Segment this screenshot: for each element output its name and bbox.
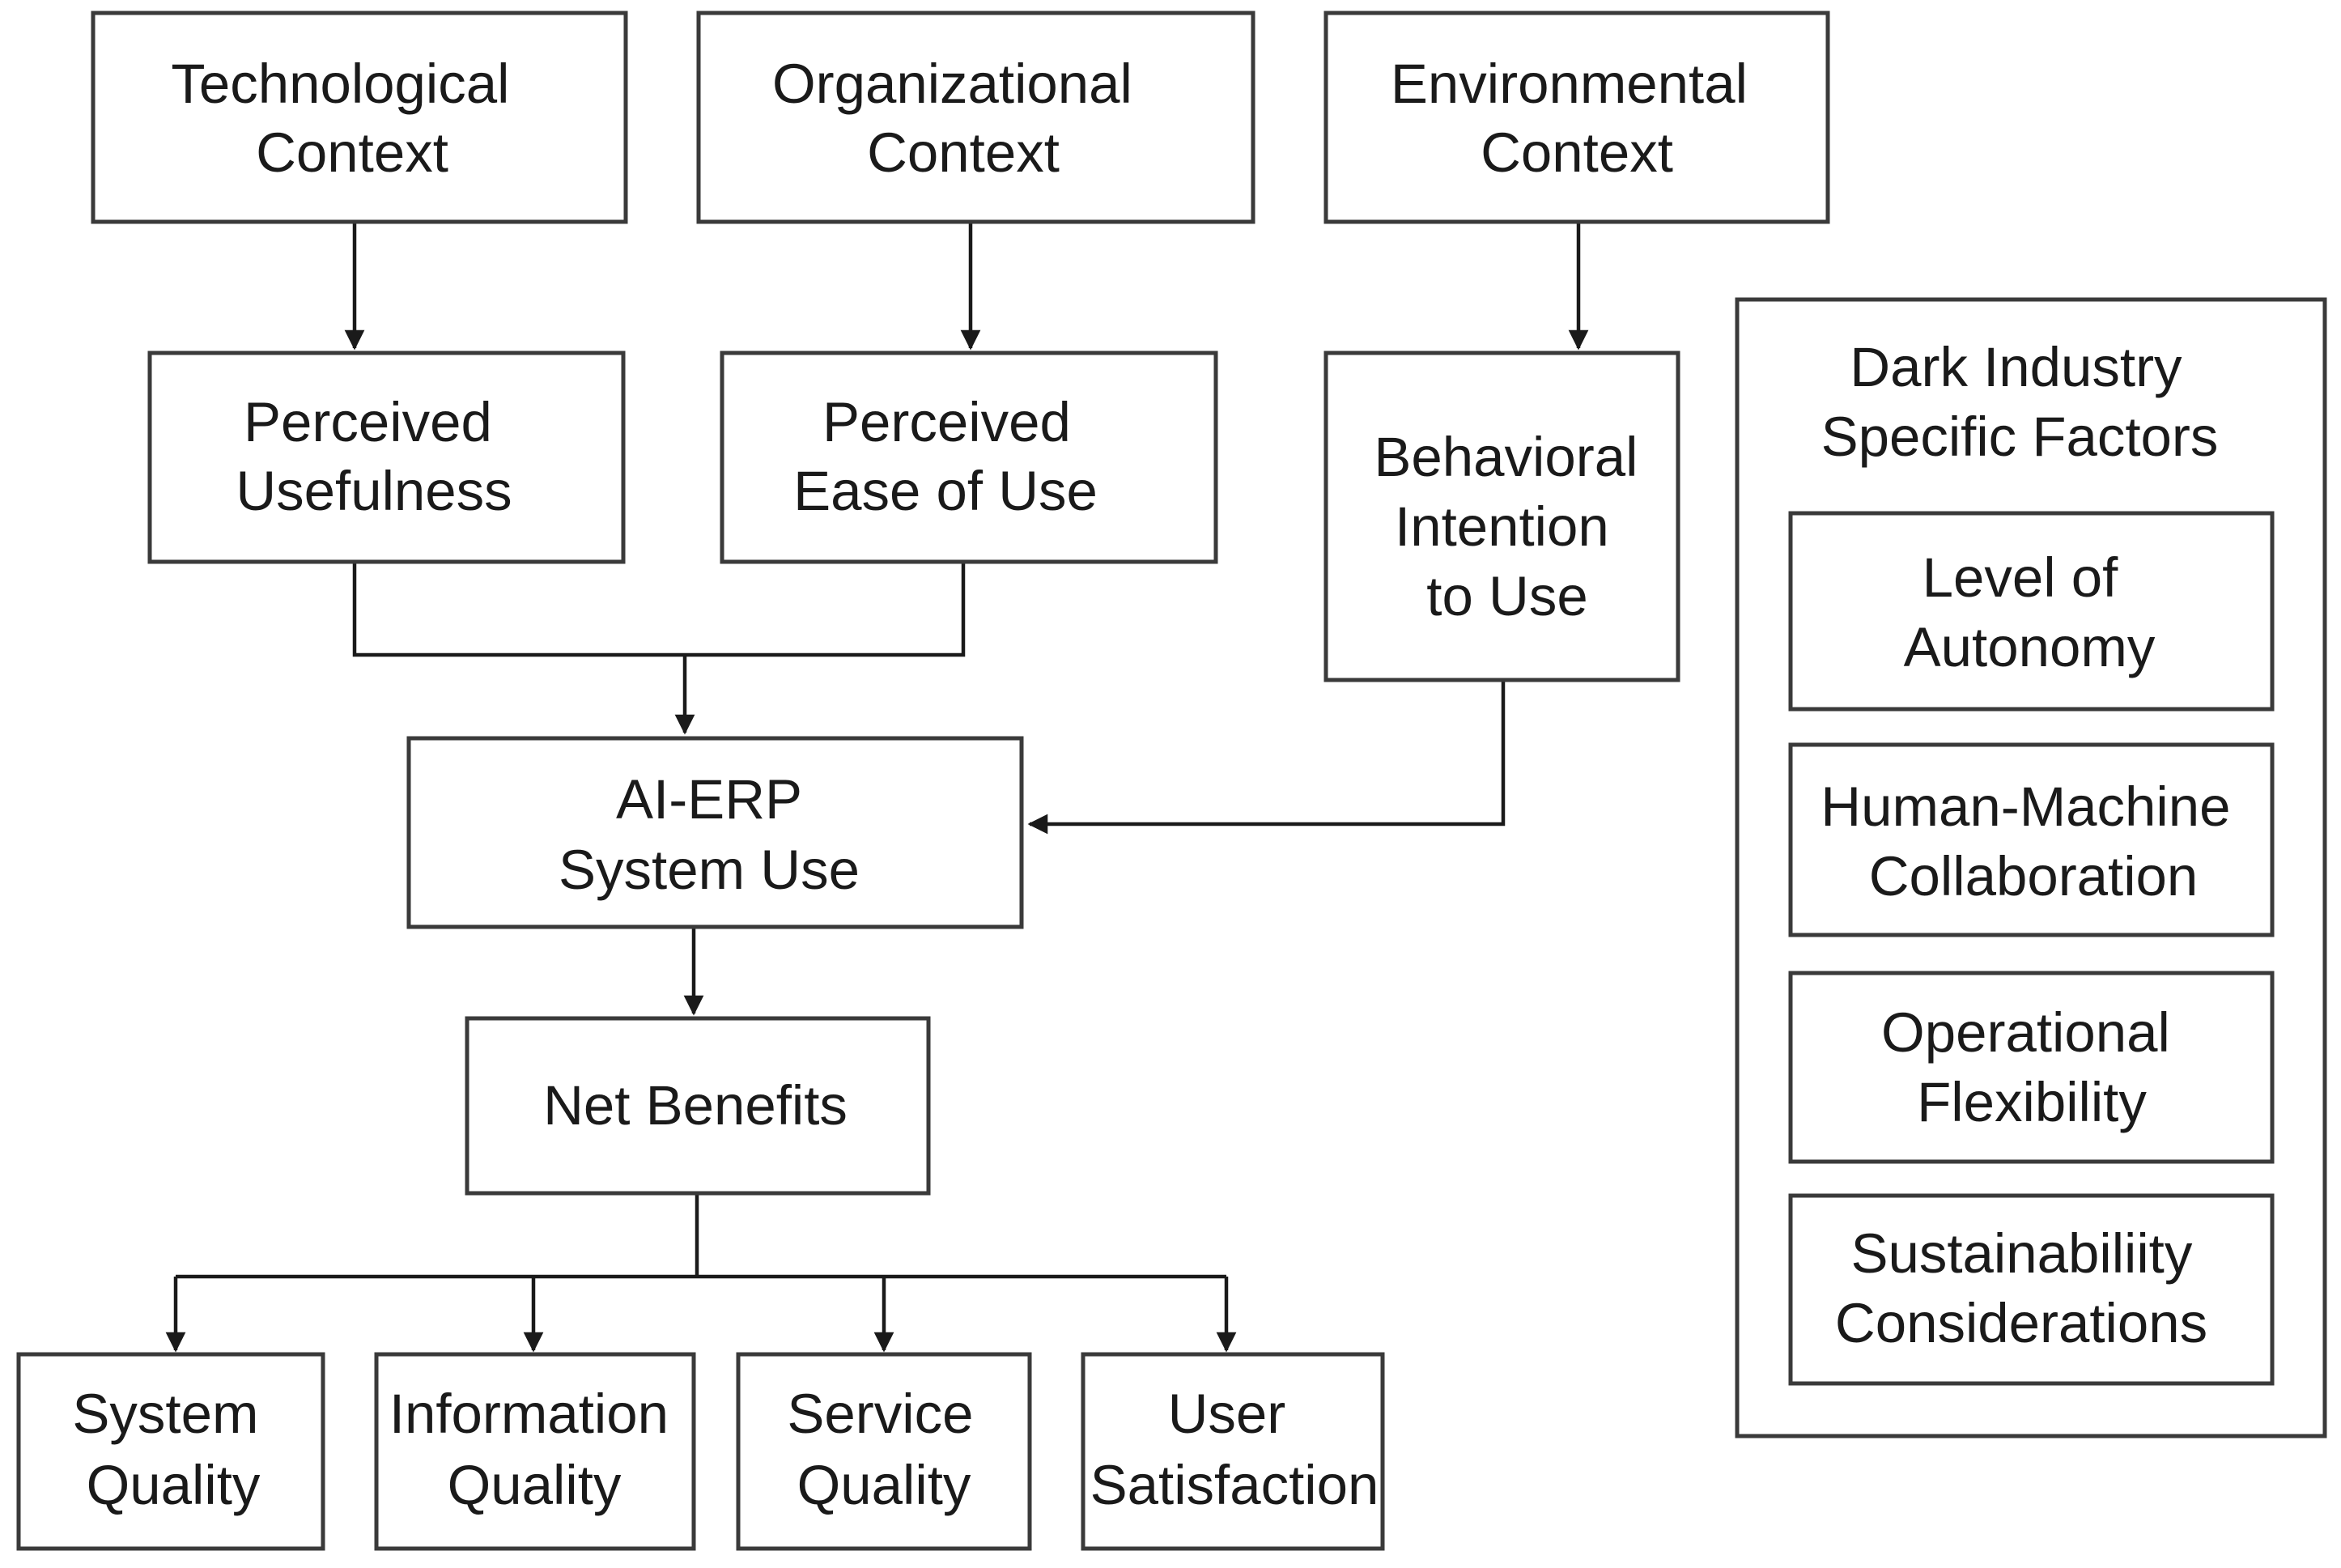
label-line: Quality — [797, 1454, 971, 1516]
label-line: AI-ERP — [616, 768, 801, 831]
node-label: System Quality — [72, 1383, 274, 1516]
node-label: Net Benefits — [543, 1074, 848, 1137]
dark-industry-panel: Dark Industry Specific Factors Level of … — [1735, 297, 2327, 1438]
label-line: Perceived — [244, 391, 492, 453]
label-line: Context — [867, 121, 1060, 184]
node-perceived-usefulness: Perceived Usefulness — [147, 351, 626, 564]
label-line: Dark Industry — [1850, 336, 2182, 398]
label-line: Ease of Use — [793, 460, 1098, 522]
label-line: Behavioral — [1374, 426, 1638, 488]
node-label: Perceived Ease of Use — [793, 391, 1098, 522]
node-organizational-context: Organizational Context — [696, 11, 1255, 224]
label-line: Specific Factors — [1821, 406, 2219, 468]
node-label: Service Quality — [787, 1383, 988, 1516]
arrow-intention-to-ai-erp — [1027, 680, 1506, 835]
label-line: User — [1168, 1383, 1286, 1445]
label-line: to Use — [1426, 565, 1587, 627]
label-line: Net Benefits — [543, 1074, 848, 1137]
label-line: Quality — [448, 1454, 622, 1516]
label-line: Satisfaction — [1090, 1454, 1379, 1516]
node-system-quality: System Quality — [16, 1352, 325, 1551]
factor-label: Human-Machine Collaboration — [1821, 776, 2245, 907]
label-line: Context — [256, 121, 448, 184]
node-label: Organizational Context — [772, 53, 1148, 184]
node-label: AI-ERP System Use — [559, 768, 860, 901]
label-line: Information — [389, 1383, 669, 1445]
label-line: Intention — [1395, 495, 1609, 558]
node-label: Technological Context — [171, 53, 525, 184]
node-label: Behavioral Intention to Use — [1374, 426, 1653, 627]
node-label: Information Quality — [389, 1383, 684, 1516]
node-technological-context: Technological Context — [91, 11, 628, 224]
node-label: Perceived Usefulness — [236, 391, 512, 522]
factor-sustainability-considerations: Sustainabiliity Considerations — [1788, 1193, 2275, 1386]
node-user-satisfaction: User Satisfaction — [1081, 1352, 1385, 1551]
panel-title: Dark Industry Specific Factors — [1821, 336, 2219, 468]
label-line: Human-Machine — [1821, 776, 2230, 838]
label-line: Level of — [1923, 546, 2118, 609]
label-line: Quality — [87, 1454, 261, 1516]
node-net-benefits: Net Benefits — [465, 1016, 931, 1196]
factor-label: Level of Autonomy — [1904, 546, 2156, 678]
label-line: Organizational — [772, 53, 1132, 115]
label-line: Operational — [1881, 1001, 2170, 1064]
label-line: Technological — [171, 53, 509, 115]
label-line: Context — [1481, 121, 1673, 184]
factor-human-machine-collaboration: Human-Machine Collaboration — [1788, 742, 2275, 937]
node-service-quality: Service Quality — [736, 1352, 1032, 1551]
label-line: Environmental — [1391, 53, 1748, 115]
connectors — [165, 223, 1589, 1353]
label-line: Collaboration — [1869, 845, 2199, 907]
label-line: Sustainabiliity — [1850, 1222, 2192, 1285]
label-line: Autonomy — [1904, 616, 2156, 678]
label-line: Usefulness — [236, 460, 512, 522]
node-information-quality: Information Quality — [374, 1352, 696, 1551]
label-line: System — [72, 1383, 258, 1445]
factor-label: Operational Flexibility — [1881, 1001, 2186, 1133]
node-ai-erp-system-use: AI-ERP System Use — [406, 736, 1024, 929]
node-label: Environmental Context — [1391, 53, 1763, 184]
label-line: Flexibility — [1917, 1071, 2147, 1133]
factor-level-of-autonomy: Level of Autonomy — [1788, 511, 2275, 712]
node-label: User Satisfaction — [1090, 1383, 1379, 1516]
label-line: Considerations — [1835, 1292, 2207, 1354]
factor-operational-flexibility: Operational Flexibility — [1788, 971, 2275, 1164]
node-behavioral-intention: Behavioral Intention to Use — [1323, 351, 1680, 682]
label-line: Perceived — [822, 391, 1071, 453]
node-perceived-ease-of-use: Perceived Ease of Use — [720, 351, 1218, 564]
node-environmental-context: Environmental Context — [1323, 11, 1830, 224]
factor-label: Sustainabiliity Considerations — [1835, 1222, 2208, 1354]
connector-usefulness-ease-merge — [352, 562, 966, 657]
label-line: Service — [787, 1383, 973, 1445]
label-line: System Use — [559, 839, 860, 901]
